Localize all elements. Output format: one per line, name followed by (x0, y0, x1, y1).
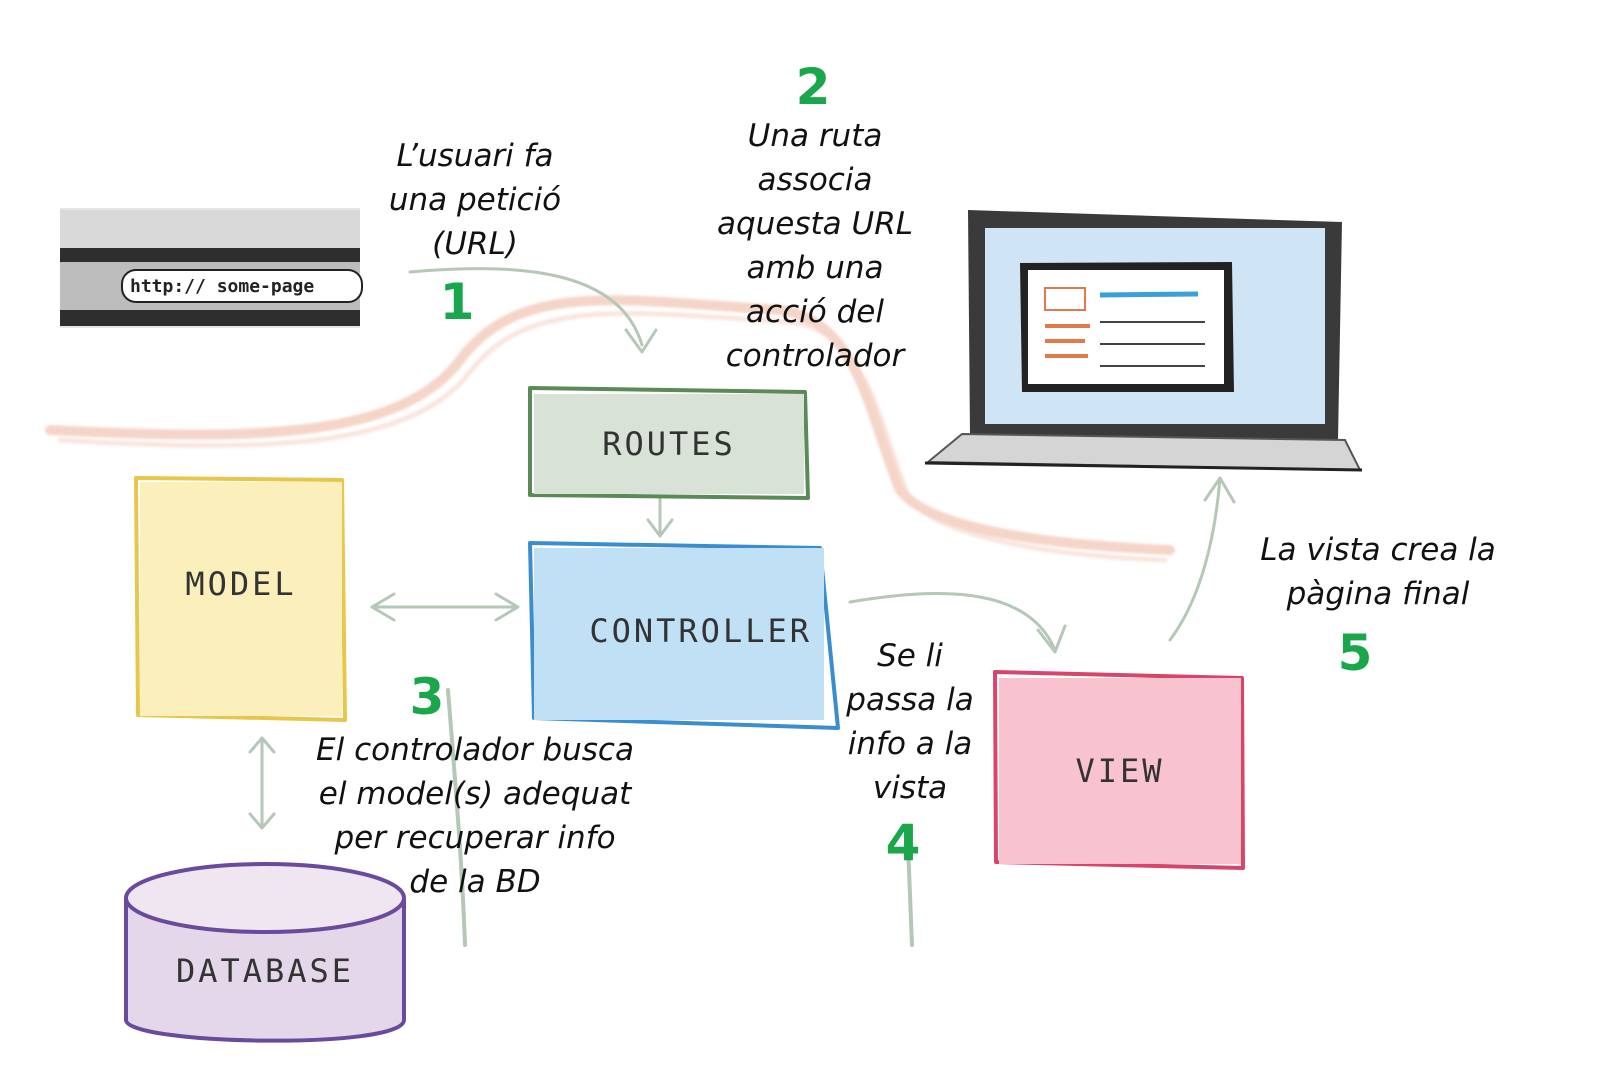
view-laptop-arrow (1168, 476, 1236, 642)
request-arrow (408, 267, 644, 347)
model-box: MODEL (140, 482, 342, 716)
model-label: MODEL (185, 565, 297, 603)
step2-number: 2 (795, 58, 831, 116)
database-cylinder (124, 862, 406, 1043)
database-box: DATABASE (130, 935, 400, 1007)
controller-box-outline (528, 541, 840, 730)
browser-bar-sketch (60, 208, 363, 328)
controller-view-arrow (848, 592, 1067, 654)
laptop-sketch (924, 210, 1363, 472)
step1-caption: L’usuari fa una petició (URL) (388, 138, 562, 262)
routes-controller-arrow (646, 496, 674, 538)
view-label: VIEW (1075, 752, 1165, 790)
controller-label: CONTROLLER (589, 612, 812, 650)
routes-label: ROUTES (602, 425, 736, 463)
step3-caption: El controlador busca el model(s) adequat… (316, 732, 634, 900)
step3-pointer-line (446, 688, 467, 947)
step5-number: 5 (1337, 624, 1373, 682)
browser-url-field: http:// some-page (130, 272, 358, 300)
database-label: DATABASE (175, 952, 355, 990)
step4-pointer-line (906, 843, 914, 947)
step5-caption: La vista crea la pàgina final (1260, 532, 1496, 612)
step1-number: 1 (439, 273, 475, 331)
step3-number: 3 (409, 668, 445, 726)
controller-box: CONTROLLER (534, 548, 824, 720)
step2-caption: Una ruta associa aquesta URL amb una acc… (716, 118, 914, 374)
routes-box-outline (528, 386, 810, 500)
view-box-outline (993, 670, 1245, 870)
model-controller-arrow (370, 592, 520, 622)
model-box-outline (134, 476, 347, 722)
routes-box: ROUTES (534, 394, 804, 494)
step4-number: 4 (885, 814, 921, 872)
view-box: VIEW (999, 678, 1241, 864)
step4-caption: Se li passa la info a la vista (846, 638, 974, 806)
browser-url-text: http:// some-page (130, 275, 315, 297)
request-arrow-head (624, 328, 658, 354)
background-swoosh (45, 295, 1175, 563)
model-database-arrow (248, 736, 276, 830)
